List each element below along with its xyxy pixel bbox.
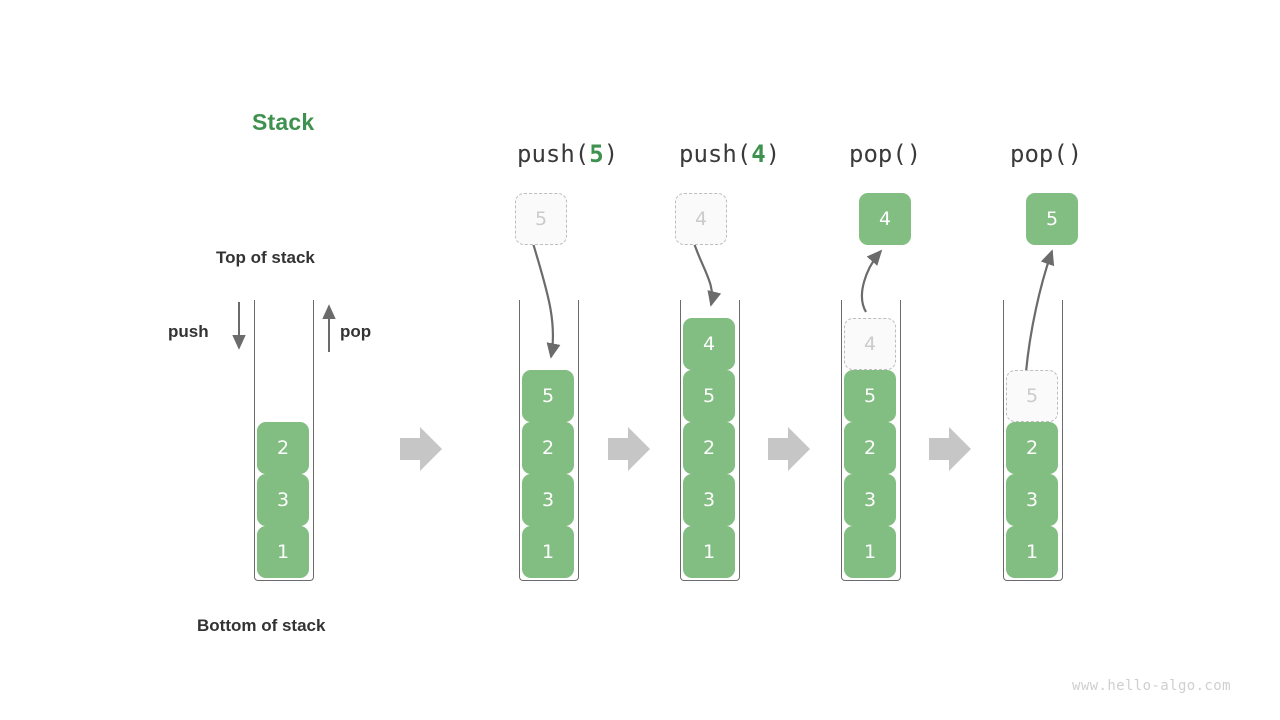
stack-cell: 1 (683, 526, 735, 578)
stack-cell: 5 (844, 370, 896, 422)
flow-arrow-4 (929, 427, 971, 471)
stack-container-step4 (1003, 300, 1063, 581)
stack-container-step1 (519, 300, 579, 581)
op-argument: 5 (589, 140, 604, 168)
stack-cell: 3 (844, 474, 896, 526)
stack-cell: 3 (683, 474, 735, 526)
stack-container-base (254, 300, 314, 581)
flow-arrow-3 (768, 427, 810, 471)
stack-cell: 3 (522, 474, 574, 526)
motion-arrow-push-4 (692, 242, 722, 307)
stack-cell: 1 (844, 526, 896, 578)
stack-cell: 3 (257, 474, 309, 526)
stack-cell-ghost: 4 (844, 318, 896, 370)
stack-container-step2 (680, 300, 740, 581)
operation-label-step3: pop() (849, 140, 921, 168)
operation-label-step1: push(5) (517, 140, 618, 168)
stack-cell: 5 (522, 370, 574, 422)
flow-arrow-2 (608, 427, 650, 471)
op-prefix: pop( (1010, 140, 1068, 168)
floating-element-step1: 5 (515, 193, 567, 245)
stack-cell: 2 (1006, 422, 1058, 474)
top-of-stack-label: Top of stack (216, 248, 315, 267)
op-suffix: ) (1067, 140, 1083, 168)
pop-label: pop (340, 322, 372, 341)
push-label: push (168, 322, 209, 341)
page-title: Stack (252, 109, 315, 135)
op-argument: 4 (751, 140, 766, 168)
stack-cell-ghost: 5 (1006, 370, 1058, 422)
stack-container-step3 (841, 300, 901, 581)
stack-cell: 1 (1006, 526, 1058, 578)
watermark: www.hello-algo.com (1072, 678, 1231, 694)
op-prefix: push( (517, 140, 590, 168)
stack-cell: 2 (683, 422, 735, 474)
stack-cell: 2 (257, 422, 309, 474)
op-prefix: push( (679, 140, 752, 168)
stack-cell: 3 (1006, 474, 1058, 526)
operation-label-step2: push(4) (679, 140, 780, 168)
floating-element-step3: 4 (859, 193, 911, 245)
stack-cell: 1 (522, 526, 574, 578)
flow-arrow-1 (400, 427, 442, 471)
floating-element-step2: 4 (675, 193, 727, 245)
stack-cell: 4 (683, 318, 735, 370)
bottom-of-stack-label: Bottom of stack (197, 616, 326, 635)
op-suffix: ) (906, 140, 922, 168)
op-suffix: ) (765, 140, 781, 168)
op-prefix: pop( (849, 140, 907, 168)
stack-cell: 1 (257, 526, 309, 578)
op-suffix: ) (603, 140, 619, 168)
stack-cell: 5 (683, 370, 735, 422)
operation-label-step4: pop() (1010, 140, 1082, 168)
stack-cell: 2 (844, 422, 896, 474)
floating-element-step4: 5 (1026, 193, 1078, 245)
stack-cell: 2 (522, 422, 574, 474)
